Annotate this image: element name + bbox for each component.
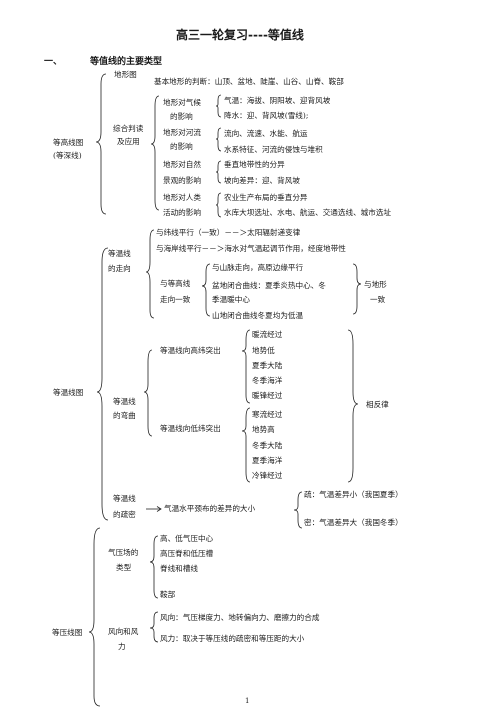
trend-label-sub: 的走向 xyxy=(108,264,131,273)
contour-label: 等高线图 xyxy=(53,138,84,147)
section-heading: 等值线的主要类型 xyxy=(90,57,163,67)
match-item-basin-cont: 季温暖中心 xyxy=(212,295,250,304)
low-item: 冬季大陆 xyxy=(252,441,283,450)
low-item: 地势高 xyxy=(252,425,275,434)
opposite-rule: 相反律 xyxy=(366,400,389,409)
high-item: 暖流经过 xyxy=(252,330,283,339)
match-item-mountain: 与山脉走向，高原边缘平行 xyxy=(212,263,304,272)
high-bend-label: 等温线向高纬突出 xyxy=(160,346,221,355)
wind-direction: 风向：气压梯度力、地转偏向力、磨擦力的合成 xyxy=(160,613,320,622)
density-sparse: 疏：气温差异小（我国夏季） xyxy=(304,490,403,499)
nature-item-slope: 坡向差异：迎、背风坡 xyxy=(224,176,300,185)
wind-label-sub: 力 xyxy=(118,642,126,651)
human-label: 地形对人类 xyxy=(163,193,201,202)
low-bend-label: 等温线向低纬突出 xyxy=(160,424,221,433)
river-label: 地形对河流 xyxy=(163,128,201,137)
climate-item-temperature: 气温：海拔、阴阳坡、迎背风坡 xyxy=(224,96,331,105)
match-item-basin: 盆地闭合曲线：夏季炎热中心、冬 xyxy=(212,281,326,290)
trend-item-latitude: 与纬线平行（一致）－－＞太阳辐射递变律 xyxy=(156,228,301,237)
contour-label-sub: (等深线) xyxy=(53,151,82,160)
human-item-agriculture: 农业生产布局的垂直分异 xyxy=(224,193,308,202)
low-item: 冷锋经过 xyxy=(252,471,283,480)
density-label: 等温线 xyxy=(113,494,136,503)
high-item: 暖锋经过 xyxy=(252,391,283,400)
isobar-label: 等压线图 xyxy=(52,628,83,637)
comprehensive-label: 综合判读 xyxy=(113,124,144,133)
trend-label: 等温线 xyxy=(108,249,131,258)
field-item: 脊线和槽线 xyxy=(160,564,198,573)
nature-item-vertical: 垂直地带性的分异 xyxy=(224,160,285,169)
wind-force: 风力：取决于等压线的疏密和等压距的大小 xyxy=(160,634,305,643)
match-result-sub: 一致 xyxy=(370,295,386,304)
page-number: 1 xyxy=(245,697,250,705)
high-item: 夏季大陆 xyxy=(252,361,283,370)
wind-label: 风向和风 xyxy=(108,627,139,636)
page-title: 高三一轮复习----等值线 xyxy=(176,28,304,42)
climate-item-precipitation: 降水：迎、背风坡(雪线); xyxy=(224,111,309,120)
river-item-system: 水系特征、河流的侵蚀与堆积 xyxy=(224,145,323,154)
trend-item-coast: 与海岸线平行－－＞海水对气温起调节作用，经度地带性 xyxy=(156,244,346,253)
comprehensive-label-sub: 及应用 xyxy=(117,137,140,146)
low-item: 夏季海洋 xyxy=(252,456,283,465)
contour-match-label-sub: 走向一致 xyxy=(160,295,191,304)
field-item: 高压脊和低压槽 xyxy=(160,549,214,558)
nature-label-sub: 景观的影响 xyxy=(163,176,201,185)
high-item: 地势低 xyxy=(252,346,275,355)
terrain-map-label: 地形图 xyxy=(114,70,137,79)
bend-label-sub: 的弯曲 xyxy=(113,411,136,420)
nature-label: 地形对自然 xyxy=(163,160,201,169)
low-item: 寒流经过 xyxy=(252,410,283,419)
human-label-sub: 活动的影响 xyxy=(163,208,201,217)
contour-match-label: 与等高线 xyxy=(160,279,191,288)
match-item-mountain-closed: 山地闭合曲线冬夏均为低温 xyxy=(212,311,304,320)
human-item-siting: 水库大坝选址、水电、航运、交通选线、城市选址 xyxy=(224,208,392,217)
high-item: 冬季海洋 xyxy=(252,376,283,385)
field-item: 鞍部 xyxy=(160,590,176,599)
field-label-sub: 类型 xyxy=(116,563,132,572)
isotherm-label: 等温线图 xyxy=(53,388,84,397)
terrain-judge-text: 基本地形的判断：山顶、盆地、陡崖、山谷、山脊、鞍部 xyxy=(154,77,344,86)
field-label: 气压场的 xyxy=(108,548,139,557)
density-dense: 密：气温差异大（我国冬季） xyxy=(304,518,403,527)
climate-label: 地形对气候 xyxy=(163,98,201,107)
match-result: 与地形 xyxy=(364,280,387,289)
climate-label-sub: 的影响 xyxy=(170,112,193,121)
density-label-sub: 的疏密 xyxy=(113,510,136,519)
river-item-flow: 流向、流速、水能、航运 xyxy=(224,129,308,138)
section-number: 一、 xyxy=(44,57,63,67)
bend-label: 等温线 xyxy=(113,397,136,406)
field-item: 高、低气压中心 xyxy=(160,534,214,543)
river-label-sub: 的影响 xyxy=(170,142,193,151)
density-desc: 气温水平颈布的差异的大小 xyxy=(164,504,256,513)
